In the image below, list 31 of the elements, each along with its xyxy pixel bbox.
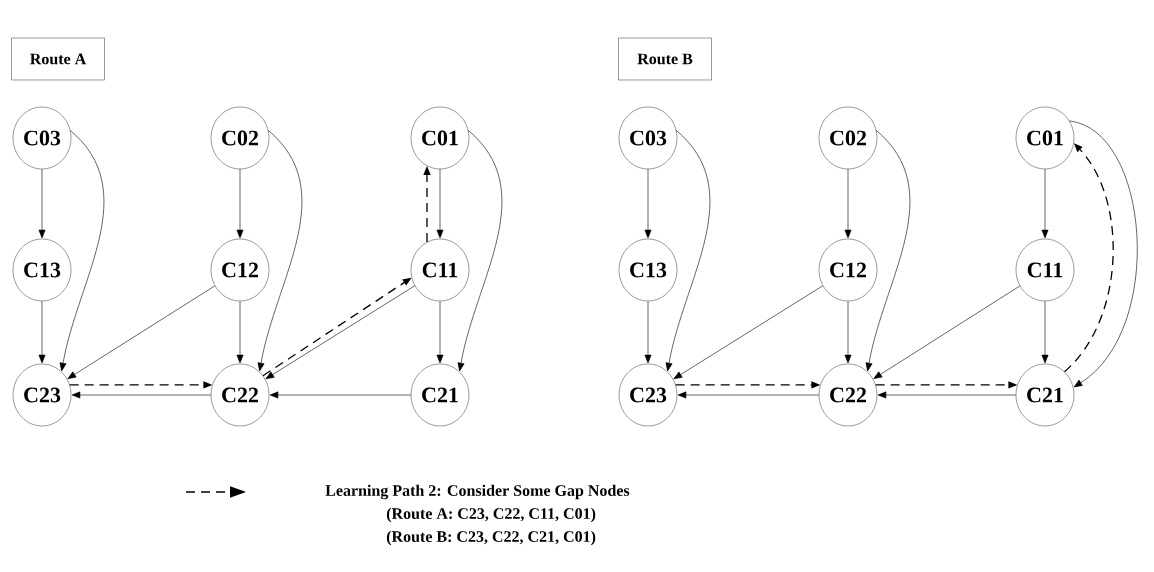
arrow: [67, 285, 216, 379]
arrow: [865, 130, 911, 372]
route-note: (Route B: C23, C22, C21, C01): [386, 530, 596, 546]
arrow: [71, 391, 212, 399]
arrow: [877, 391, 1017, 399]
arrow: [457, 130, 503, 372]
arrow: [677, 391, 820, 399]
arrow: [644, 300, 652, 364]
route-box: Route A: [11, 37, 105, 81]
dashed-arrow: [1063, 143, 1114, 373]
arrow: [844, 300, 852, 364]
arrow: [436, 300, 444, 364]
route-note: (Route A: C23, C22, C11, C01): [386, 507, 596, 523]
arrow: [38, 168, 46, 239]
arrow: [873, 285, 1021, 379]
arrow: [269, 391, 412, 399]
arrow: [236, 168, 244, 239]
arrow: [1069, 120, 1138, 388]
arrow: [665, 130, 711, 372]
arrow: [673, 285, 824, 380]
arrow: [436, 168, 444, 239]
route-box: Route B: [618, 37, 712, 81]
arrow: [844, 168, 852, 239]
arrow: [1041, 300, 1049, 364]
arrow: [257, 130, 303, 372]
arrow: [59, 130, 105, 372]
arrow: [1041, 168, 1049, 239]
legend-text: Learning Path 2: Consider Some Gap Nodes: [325, 484, 630, 500]
arrow: [38, 300, 46, 364]
arrow: [644, 168, 652, 239]
arrow: [236, 300, 244, 364]
